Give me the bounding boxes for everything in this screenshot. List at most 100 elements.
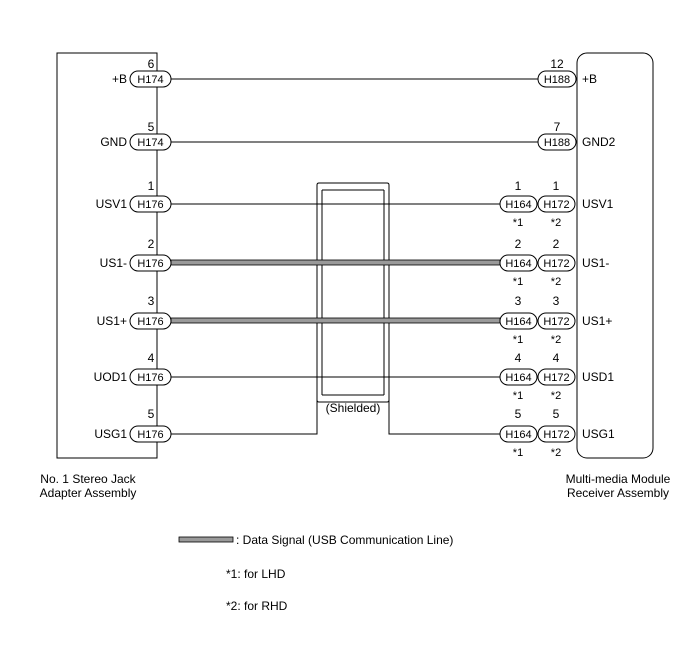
right-signal-label: USV1 [582,197,614,211]
right-connector-lhd [499,195,538,213]
data-signal-wire [170,317,501,324]
right-connector-label: H172 [543,429,569,441]
left-connector [129,70,172,88]
left-pin-number: 3 [148,294,155,308]
right-signal-label: USD1 [582,370,614,384]
connector-note: *2 [551,447,561,459]
connection-row-3: 2 US1- H176 2 2 H164 H172 *1 *2 US1- [100,237,610,288]
right-connector-label: H172 [543,372,569,384]
connector-note: *2 [551,217,561,229]
right-connector-label: H164 [505,199,531,211]
right-signal-label: US1+ [582,314,612,328]
right-connector [537,133,577,151]
connector-note: *1 [513,334,523,346]
left-component-name: Adapter Assembly [40,486,137,500]
connector-note: *2 [551,276,561,288]
left-signal-label: GND [100,135,127,149]
right-connector-rhd [537,195,576,213]
connection-row-4: 3 US1+ H176 3 3 H164 H172 *1 *2 US1+ [97,294,613,346]
right-connector-label: H164 [505,372,531,384]
connection-row-0: 6 +B H174 12 H188 +B [112,57,597,88]
left-connector-label: H176 [137,258,163,270]
right-pin-number: 12 [550,57,564,71]
right-component-box [576,52,654,459]
right-connector-label: H188 [544,137,570,149]
right-connector-rhd [537,368,576,386]
left-pin-number: 4 [148,351,155,365]
right-pin-number: 2 [515,237,522,251]
left-connector [129,133,172,151]
connection-row-1: 5 GND H174 7 H188 GND2 [100,120,616,151]
right-pin-number: 4 [553,351,560,365]
connector-note: *2 [551,334,561,346]
left-pin-number: 6 [148,57,155,71]
right-pin-number: 5 [553,407,560,421]
left-signal-label: UOD1 [94,370,128,384]
left-signal-label: +B [112,72,127,86]
right-pin-number: 1 [553,179,560,193]
left-connector [129,254,172,272]
left-connector-label: H176 [137,429,163,441]
right-connector-lhd [499,312,538,330]
right-connector-label: H172 [543,258,569,270]
legend-data-signal-label: : Data Signal (USB Communication Line) [236,533,453,547]
left-signal-label: US1- [100,256,127,270]
right-connector-label: H188 [544,74,570,86]
right-connector-label: H164 [505,429,531,441]
legend-data-signal-swatch [178,536,234,543]
right-pin-number: 5 [515,407,522,421]
connector-note: *1 [513,447,523,459]
left-pin-number: 5 [148,120,155,134]
wire [171,395,318,435]
left-connector [129,425,172,443]
connector-note: *1 [513,276,523,288]
left-pin-number: 2 [148,237,155,251]
right-connector-lhd [499,425,538,443]
left-connector-label: H176 [137,372,163,384]
left-pin-number: 5 [148,407,155,421]
right-connector-rhd [537,312,576,330]
right-connector-label: H172 [543,316,569,328]
left-connector-label: H174 [137,137,163,149]
left-connector-label: H174 [137,74,163,86]
wire [388,395,500,435]
connection-row-2: 1 USV1 H176 1 1 H164 H172 *1 *2 USV1 [96,179,614,229]
right-connector-rhd [537,254,576,272]
legend-note-rhd: *2: for RHD [226,599,288,613]
right-component-name: Multi-media Module [566,472,671,486]
left-signal-label: USV1 [96,197,128,211]
right-connector-lhd [499,254,538,272]
right-connector-rhd [537,425,576,443]
shield-label: (Shielded) [326,401,381,415]
left-pin-number: 1 [148,179,155,193]
shield-tube [316,182,390,403]
right-pin-number: 3 [515,294,522,308]
right-connector-lhd [499,368,538,386]
connection-row-5: 4 UOD1 H176 4 4 H164 H172 *1 *2 USD1 [94,351,615,402]
left-connector-label: H176 [137,199,163,211]
right-connector [537,70,577,88]
right-signal-label: GND2 [582,135,616,149]
right-pin-number: 1 [515,179,522,193]
left-signal-label: USG1 [94,427,127,441]
right-connector-label: H164 [505,258,531,270]
left-connector [129,195,172,213]
left-connector-label: H176 [137,316,163,328]
right-pin-number: 2 [553,237,560,251]
right-component-name: Receiver Assembly [567,486,669,500]
left-signal-label: US1+ [97,314,127,328]
left-connector [129,368,172,386]
connection-row-6: 5 USG1 H176 5 5 H164 H172 *1 *2 USG1 [94,395,615,459]
right-pin-number: 4 [515,351,522,365]
right-pin-number: 7 [554,120,561,134]
left-component-name: No. 1 Stereo Jack [40,472,136,486]
right-connector-label: H172 [543,199,569,211]
right-signal-label: +B [582,72,597,86]
legend-note-lhd: *1: for LHD [226,567,286,581]
right-pin-number: 3 [553,294,560,308]
right-signal-label: US1- [582,256,609,270]
right-connector-label: H164 [505,316,531,328]
connector-note: *1 [513,390,523,402]
connector-note: *1 [513,217,523,229]
